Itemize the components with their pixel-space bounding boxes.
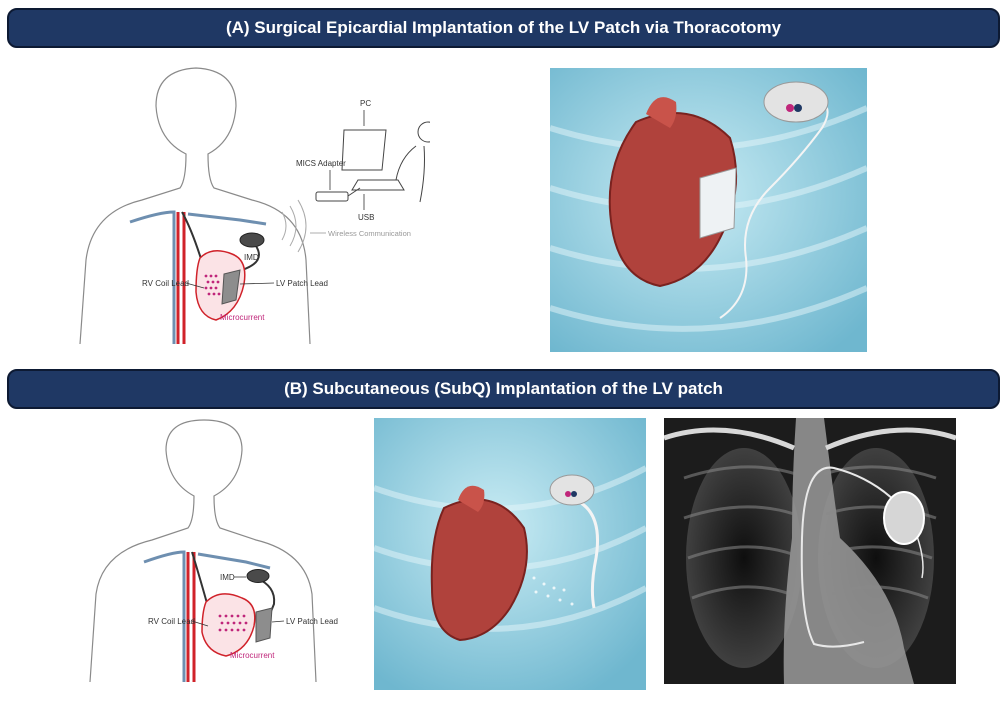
- imd-label: IMD: [244, 253, 259, 262]
- lv-patch-lead-label: LV Patch Lead: [276, 279, 328, 288]
- heart-render: [608, 112, 738, 288]
- diagram-a-epicardial: IMD RV Coil Lead LV Patch Lead Microcurr…: [79, 67, 430, 345]
- vein-vessel: [129, 210, 176, 344]
- imd-device: [246, 569, 270, 583]
- render-b-subq: [374, 418, 646, 690]
- lv-patch-lead-label: LV Patch Lead: [286, 617, 338, 626]
- lead-render: [569, 496, 599, 609]
- imd-render: [549, 474, 595, 506]
- mediastinum: [783, 418, 914, 684]
- microcurrent-dots: [204, 274, 221, 296]
- imd-xray: [883, 491, 925, 545]
- aorta-render: [646, 97, 677, 128]
- imd-device: [239, 232, 265, 248]
- body-outline: [89, 419, 317, 683]
- lv-patch: [221, 269, 241, 305]
- aorta-render: [458, 485, 485, 512]
- subclavian-vessel: [197, 552, 271, 570]
- microcurrent-label: Microcurrent: [230, 651, 275, 660]
- section-a-title: (A) Surgical Epicardial Implantation of …: [7, 8, 1000, 48]
- imd-label: IMD: [220, 573, 235, 582]
- lead-xray: [800, 466, 903, 648]
- lead-render: [719, 97, 829, 319]
- rv-coil-lead-label: RV Coil Lead: [142, 279, 189, 288]
- wireless-label: Wireless Communication: [328, 229, 411, 238]
- vein-vessel: [143, 550, 186, 682]
- mics-adapter-device: [315, 191, 349, 202]
- microcurrent-field-render: [532, 576, 574, 606]
- lv-patch: [255, 607, 273, 643]
- section-b-title: (B) Subcutaneous (SubQ) Implantation of …: [7, 369, 1000, 409]
- heart-outline: [201, 593, 256, 657]
- pc-keyboard: [351, 179, 405, 191]
- lv-patch-render: [699, 167, 737, 239]
- right-lung: [686, 448, 802, 668]
- pc-monitor: [341, 129, 387, 171]
- person-head: [417, 121, 430, 143]
- rv-coil-lead-label: RV Coil Lead: [148, 617, 195, 626]
- wireless-arcs: [281, 199, 307, 253]
- clavicles: [664, 427, 956, 451]
- pc-label: PC: [360, 99, 371, 108]
- heart-outline: [195, 250, 246, 321]
- render-a-epicardial: [550, 68, 867, 352]
- microcurrent-dots: [218, 614, 248, 632]
- ribs: [683, 465, 937, 600]
- mics-adapter-label: MICS Adapter: [296, 159, 346, 168]
- body-outline: [79, 67, 311, 345]
- imd-render: [763, 81, 829, 123]
- microcurrent-label: Microcurrent: [220, 313, 265, 322]
- subclavian-vessel: [187, 212, 267, 226]
- usb-label: USB: [358, 213, 374, 222]
- person-body: [395, 145, 425, 203]
- heart-render: [430, 498, 528, 642]
- diagram-b-subq: IMD RV Coil Lead LV Patch Lead Microcurr…: [89, 419, 338, 683]
- xray-b-subq: [664, 418, 956, 684]
